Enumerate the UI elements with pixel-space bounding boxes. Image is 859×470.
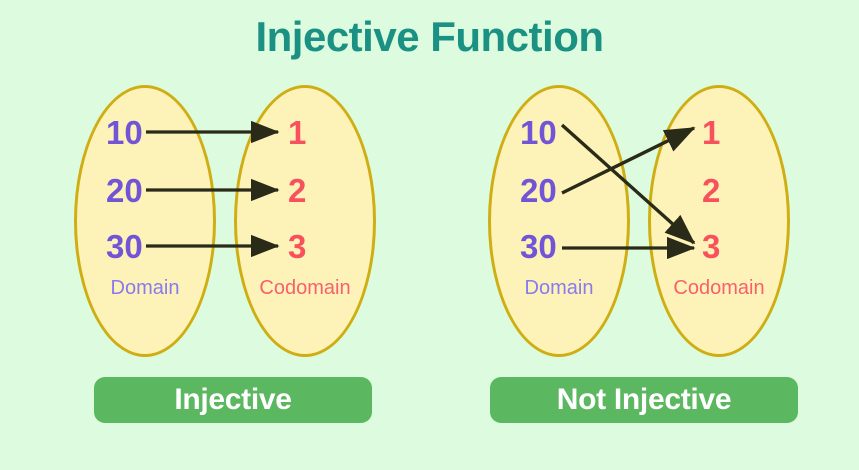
codomain-element: 1 <box>288 114 307 151</box>
domain-label: Domain <box>110 277 180 299</box>
domain-label: Domain <box>524 277 594 299</box>
codomain-element: 3 <box>702 228 721 265</box>
codomain-element: 2 <box>288 172 307 209</box>
panel-not-injective: 10 20 30 1 2 3 Domain Codomain <box>452 80 842 430</box>
domain-set-ellipse <box>74 85 216 357</box>
codomain-label: Codomain <box>673 277 765 299</box>
domain-element: 30 <box>106 228 143 265</box>
verdict-badge-injective: Injective <box>94 377 372 423</box>
domain-set-ellipse <box>488 85 630 357</box>
domain-element: 30 <box>520 228 557 265</box>
codomain-label: Codomain <box>259 277 351 299</box>
domain-element: 20 <box>106 172 143 209</box>
domain-element: 10 <box>520 114 557 151</box>
codomain-element: 1 <box>702 114 721 151</box>
domain-element: 10 <box>106 114 143 151</box>
panel-injective: 10 20 30 1 2 3 Domain Codomain <box>38 80 428 430</box>
codomain-element: 3 <box>288 228 307 265</box>
page-title: Injective Function <box>255 13 604 60</box>
codomain-element: 2 <box>702 172 721 209</box>
domain-element: 20 <box>520 172 557 209</box>
verdict-badge-not-injective: Not Injective <box>490 377 798 423</box>
